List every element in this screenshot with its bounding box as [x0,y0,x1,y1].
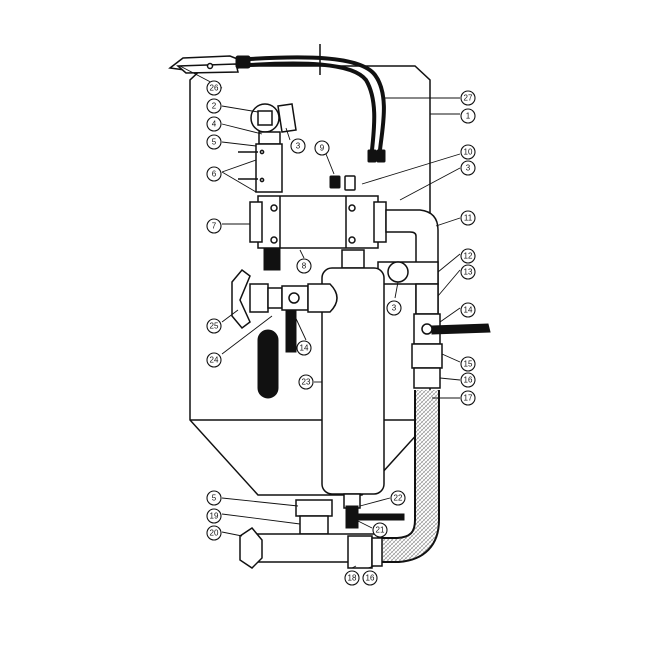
svg-text:4: 4 [212,120,217,129]
svg-text:5: 5 [212,138,217,147]
callout-11[interactable]: 11 [460,210,476,226]
callout-9[interactable]: 9 [314,140,330,156]
callout-7[interactable]: 7 [206,218,222,234]
remote-control-handle [168,55,251,74]
callout-12[interactable]: 12 [460,248,476,264]
svg-text:3: 3 [466,164,471,173]
svg-text:17: 17 [464,394,473,403]
svg-text:27: 27 [464,94,473,103]
svg-text:8: 8 [302,262,307,271]
callout-17[interactable]: 17 [460,390,476,406]
svg-text:3: 3 [296,142,301,151]
inlet-coupling [231,268,338,399]
callout-14-inlet[interactable]: 14 [296,340,312,356]
callout-18[interactable]: 18 [344,570,360,586]
svg-text:9: 9 [320,144,325,153]
svg-text:26: 26 [210,84,219,93]
svg-text:10: 10 [464,148,473,157]
svg-text:20: 20 [210,529,219,538]
svg-text:24: 24 [210,356,219,365]
svg-text:7: 7 [212,222,217,231]
svg-text:2: 2 [212,102,217,111]
svg-text:25: 25 [210,322,219,331]
callout-26[interactable]: 26 [206,80,222,96]
inlet-assembly [238,103,297,193]
svg-text:23: 23 [302,378,311,387]
svg-text:3: 3 [392,304,397,313]
svg-text:21: 21 [376,526,385,535]
svg-text:12: 12 [464,252,473,261]
bottom-outlet [239,499,383,569]
svg-text:11: 11 [464,214,473,223]
callout-20[interactable]: 20 [206,525,222,541]
svg-text:19: 19 [210,512,219,521]
callout-2[interactable]: 2 [206,98,222,114]
callout-10[interactable]: 10 [460,144,476,160]
control-hoses [249,44,386,163]
callout-16-upper[interactable]: 16 [460,372,476,388]
callout-16-lower[interactable]: 16 [362,570,378,586]
callout-13[interactable]: 13 [460,264,476,280]
svg-text:16: 16 [464,376,473,385]
callout-14-outlet[interactable]: 14 [460,302,476,318]
svg-text:16: 16 [366,574,375,583]
callout-19[interactable]: 19 [206,508,222,524]
callout-25[interactable]: 25 [206,318,222,334]
callouts: 26 2 4 5 3 6 9 10 3 27 1 7 11 8 12 13 3 … [206,80,476,586]
callout-3-inlet[interactable]: 3 [290,138,306,154]
callout-5-top[interactable]: 5 [206,134,222,150]
callout-23[interactable]: 23 [298,374,314,390]
svg-text:18: 18 [348,574,357,583]
callout-3-tee[interactable]: 3 [386,300,402,316]
callout-27[interactable]: 27 [460,90,476,106]
callout-15[interactable]: 15 [460,356,476,372]
svg-text:5: 5 [212,494,217,503]
callout-22[interactable]: 22 [390,490,406,506]
callout-6[interactable]: 6 [206,166,222,182]
callout-8[interactable]: 8 [296,258,312,274]
svg-text:14: 14 [464,306,473,315]
outlet-piping [372,209,491,563]
svg-text:22: 22 [394,494,403,503]
svg-text:14: 14 [300,344,309,353]
callout-5-bottom[interactable]: 5 [206,490,222,506]
callout-4[interactable]: 4 [206,116,222,132]
leader-lines [179,65,461,569]
callout-3-valve[interactable]: 3 [460,160,476,176]
svg-text:13: 13 [464,268,473,277]
svg-text:1: 1 [466,112,471,121]
svg-text:15: 15 [464,360,473,369]
moisture-separator [321,249,405,529]
svg-text:6: 6 [212,170,217,179]
callout-24[interactable]: 24 [206,352,222,368]
callout-1[interactable]: 1 [460,108,476,124]
callout-21[interactable]: 21 [372,522,388,538]
valve-body [249,175,387,271]
